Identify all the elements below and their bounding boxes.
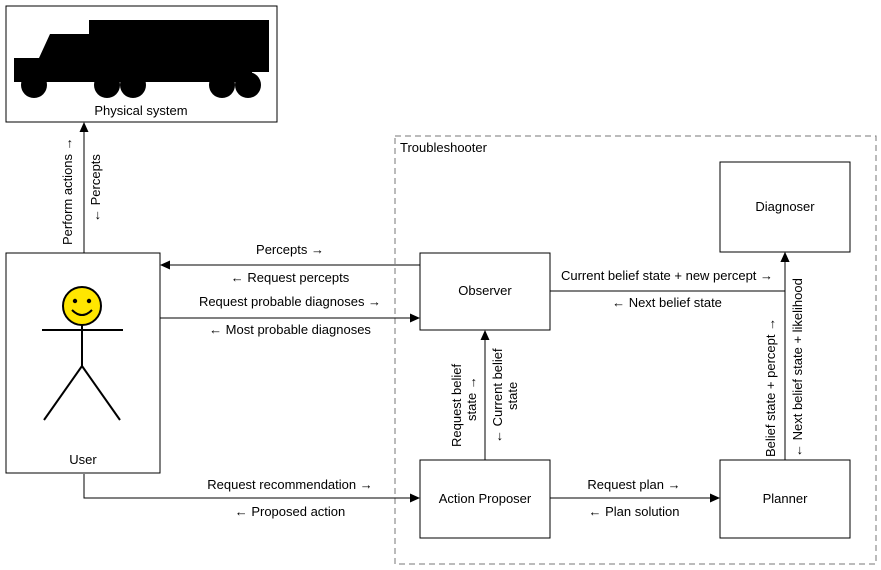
edge-label-next-belief-state: ← Next belief state bbox=[612, 295, 722, 310]
troubleshooter-container bbox=[394, 135, 877, 565]
edge-label-plan-solution: ← Plan solution bbox=[588, 504, 679, 519]
edge-label-request-belief-state-1: Request belief bbox=[449, 364, 464, 447]
edge-label-most-probable-diagnoses: ← Most probable diagnoses bbox=[209, 322, 371, 337]
truck-icon bbox=[14, 20, 269, 98]
edge-label-request-belief-state-2: state → bbox=[464, 376, 479, 421]
physical-system-node: Physical system bbox=[5, 5, 278, 123]
edge-label-perform-actions: Perform actions → bbox=[60, 137, 75, 245]
edge-label-percepts-up: ← Percepts bbox=[88, 154, 103, 222]
edge-label-request-plan: Request plan → bbox=[587, 477, 680, 492]
user-label: User bbox=[69, 452, 97, 467]
planner-node: Planner bbox=[719, 459, 851, 539]
observer-node: Observer bbox=[419, 252, 551, 331]
planner-label: Planner bbox=[763, 491, 808, 506]
user-node: User bbox=[5, 252, 161, 474]
edge-label-request-percepts: ← Request percepts bbox=[231, 270, 350, 285]
observer-label: Observer bbox=[458, 283, 512, 298]
diagnoser-node: Diagnoser bbox=[719, 161, 851, 253]
edge-user-action-proposer bbox=[83, 474, 420, 503]
diagnoser-label: Diagnoser bbox=[755, 199, 815, 214]
physical-system-label: Physical system bbox=[94, 103, 187, 118]
edge-label-current-belief-state-1: ← Current belief bbox=[490, 348, 505, 443]
stick-figure-user-icon bbox=[42, 286, 123, 421]
action-proposer-node: Action Proposer bbox=[419, 459, 551, 539]
edge-label-request-recommendation: Request recommendation → bbox=[207, 477, 372, 492]
edge-label-next-belief-likelihood: ← Next belief state + likelihood bbox=[790, 278, 805, 457]
edge-label-request-probable-diagnoses: Request probable diagnoses → bbox=[199, 294, 381, 309]
edge-label-current-belief-new-percept: Current belief state + new percept → bbox=[561, 268, 773, 283]
edge-label-proposed-action: ← Proposed action bbox=[235, 504, 346, 519]
edge-label-percepts-user: Percepts → bbox=[256, 242, 324, 257]
troubleshooter-label: Troubleshooter bbox=[400, 140, 488, 155]
action-proposer-label: Action Proposer bbox=[439, 491, 532, 506]
edge-label-current-belief-state-2: state bbox=[505, 382, 520, 410]
edge-label-belief-state-percept: Belief state + percept → bbox=[763, 318, 778, 457]
